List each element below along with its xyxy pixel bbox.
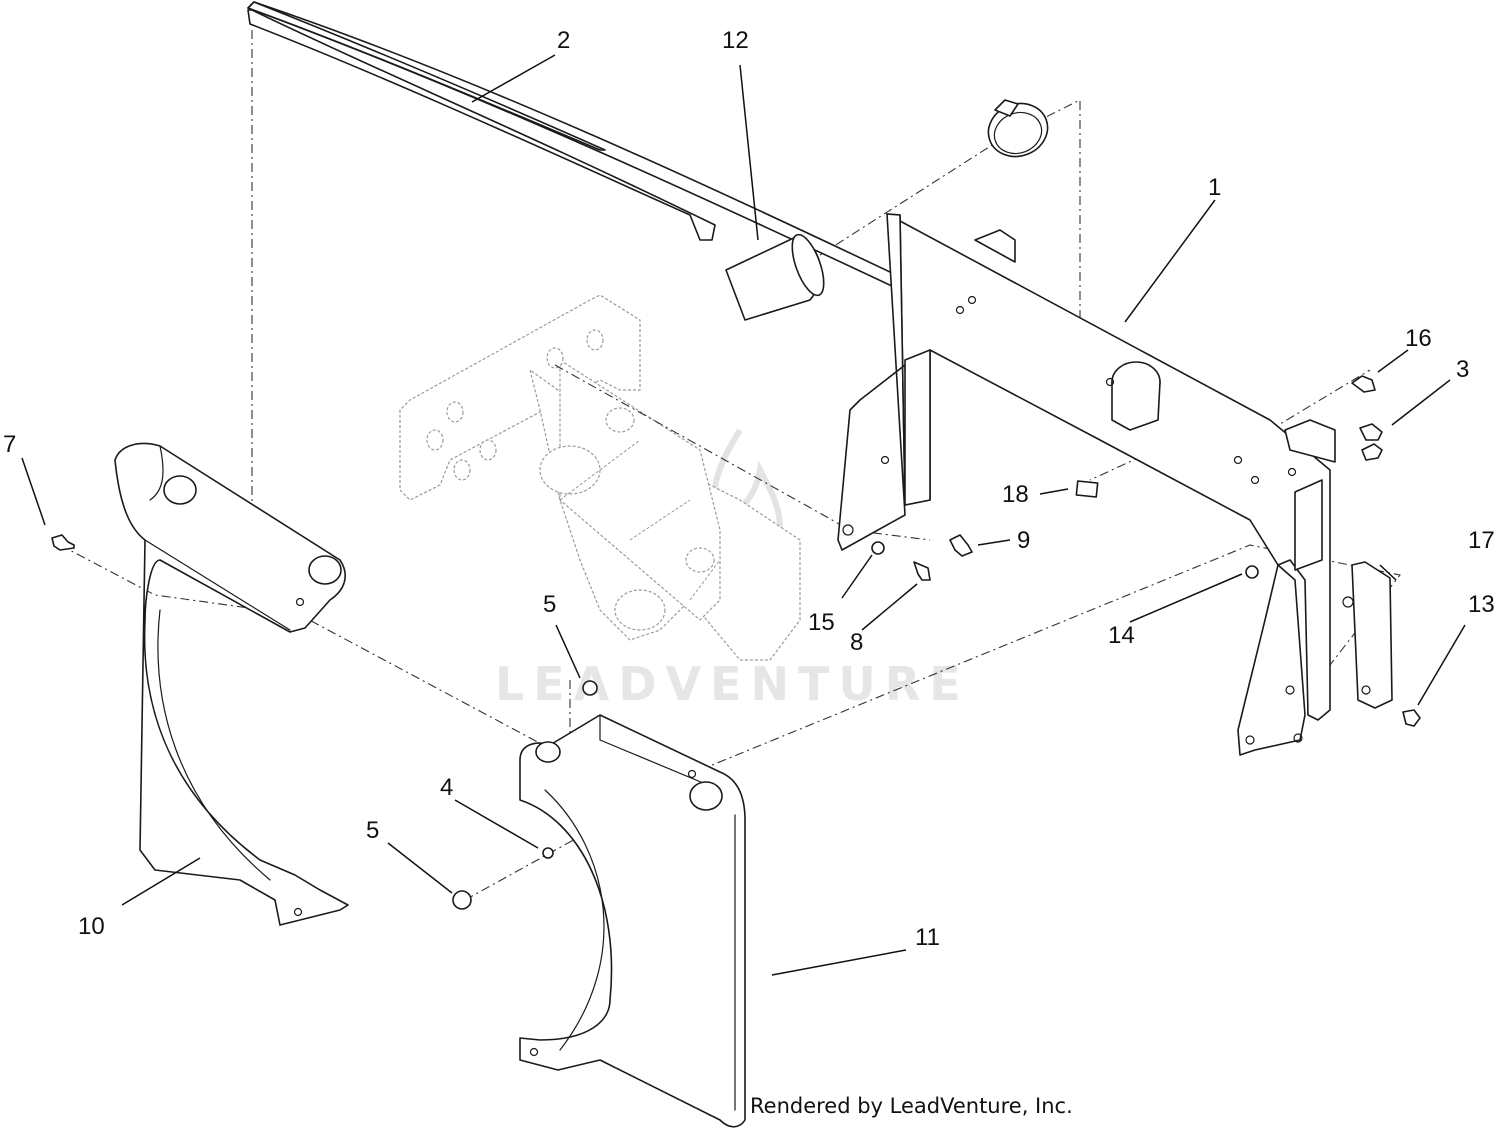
part-9-bolt[interactable] xyxy=(949,534,973,557)
part-8-bolt[interactable] xyxy=(913,561,931,581)
part-1-shroud-frame[interactable] xyxy=(837,213,1336,756)
callout-7: 7 xyxy=(3,431,16,458)
callout-5-bottom: 5 xyxy=(366,817,379,844)
part-12-tube[interactable] xyxy=(725,231,830,321)
callout-18: 18 xyxy=(1002,481,1029,508)
part-5-nut-bottom[interactable] xyxy=(452,890,472,910)
callout-2: 2 xyxy=(557,27,570,54)
hose-clamp[interactable] xyxy=(981,95,1055,164)
part-13-bolt[interactable] xyxy=(1402,709,1421,727)
part-3-bolt-a[interactable] xyxy=(1359,423,1383,441)
part-11-right-shroud-half[interactable] xyxy=(519,714,746,1128)
callout-8: 8 xyxy=(850,629,863,656)
callout-4: 4 xyxy=(440,774,453,801)
callout-3: 3 xyxy=(1456,356,1469,383)
callout-10: 10 xyxy=(78,913,105,940)
part-3-bolt-b[interactable] xyxy=(1361,443,1383,461)
callout-13: 13 xyxy=(1468,591,1495,618)
watermark-text: LEADVENTURE xyxy=(495,657,970,711)
callout-15: 15 xyxy=(808,609,835,636)
part-17-bracket-plate[interactable] xyxy=(1342,561,1393,709)
part-14-nut[interactable] xyxy=(1245,565,1259,579)
callout-11: 11 xyxy=(915,924,940,951)
callout-16: 16 xyxy=(1405,325,1432,352)
leader-lines xyxy=(21,54,1466,976)
callout-12: 12 xyxy=(722,27,749,54)
callout-9: 9 xyxy=(1017,527,1030,554)
render-credit: Rendered by LeadVenture, Inc. xyxy=(750,1094,1073,1118)
watermark: LEADVENTURE xyxy=(495,428,970,711)
callout-14: 14 xyxy=(1108,622,1135,649)
callout-17: 17 xyxy=(1468,527,1495,554)
engine-block-reference xyxy=(399,294,801,661)
part-15-washer[interactable] xyxy=(871,541,885,555)
part-7-bolt[interactable] xyxy=(51,534,75,551)
part-5-nut-top[interactable] xyxy=(582,680,598,696)
hardware-fasteners[interactable] xyxy=(51,375,1421,910)
callout-5-top: 5 xyxy=(543,591,556,618)
callout-labels: 2 12 1 16 3 7 18 9 17 13 5 15 14 8 4 5 1… xyxy=(3,27,1495,951)
part-4-washer[interactable] xyxy=(542,847,554,859)
part-18-spacer[interactable] xyxy=(1075,480,1099,498)
part-10-left-shroud-half[interactable] xyxy=(114,442,349,926)
part-2-seal-strip[interactable] xyxy=(247,1,991,331)
callout-1: 1 xyxy=(1208,174,1221,201)
part-16-bolt[interactable] xyxy=(1351,375,1376,393)
